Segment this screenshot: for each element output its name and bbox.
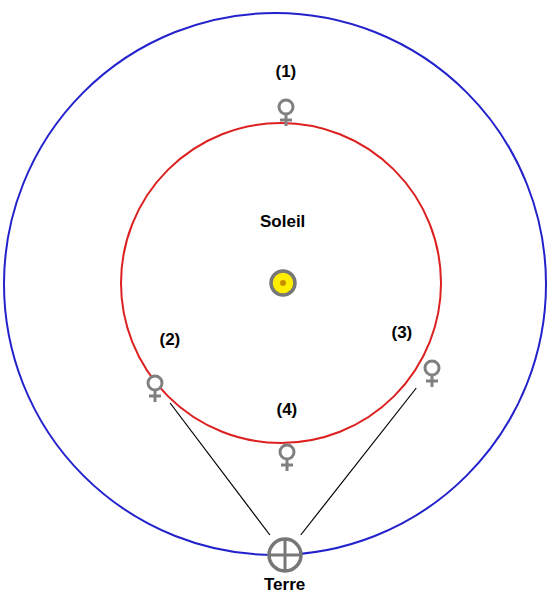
sight-line [301, 388, 417, 535]
venus-position: (2) [144, 330, 181, 403]
sight-line [170, 403, 270, 535]
callout-number: (3) [392, 323, 413, 343]
venus-orbit [121, 123, 441, 443]
callout-number: (2) [160, 330, 181, 350]
venus-symbol [275, 97, 297, 127]
venus-symbol [421, 358, 443, 388]
venus-position: (4) [276, 400, 298, 472]
body-label: Terre [264, 575, 305, 595]
callout-number: (4) [277, 400, 298, 420]
earth-orbit [4, 13, 546, 555]
earth-symbol [265, 535, 305, 575]
venus-symbol [144, 373, 166, 403]
venus-position: (3) [391, 323, 443, 388]
body-label: Soleil [260, 212, 305, 232]
venus-symbol [276, 442, 298, 472]
sun-node: Soleil [260, 212, 306, 300]
earth-node: Terre [264, 535, 306, 595]
sun-symbol [266, 266, 300, 300]
callout-number: (1) [276, 62, 297, 82]
venus-position: (1) [275, 62, 297, 127]
